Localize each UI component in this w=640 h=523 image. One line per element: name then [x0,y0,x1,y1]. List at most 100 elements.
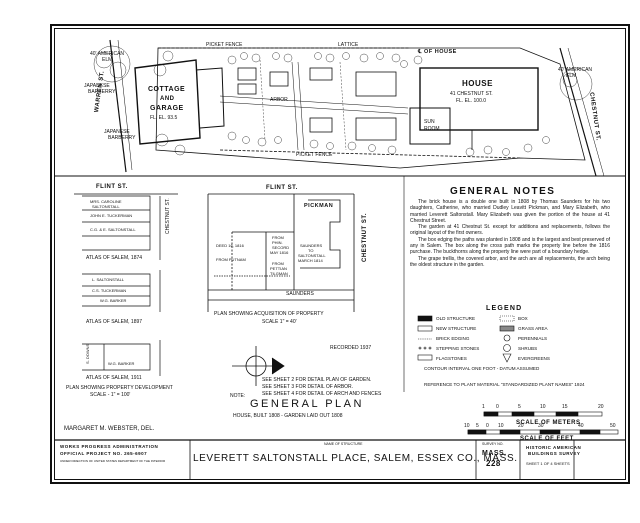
garden-lot-outline [155,47,586,169]
house-label: HOUSE [462,79,493,88]
sheet-number: SHEET 1 OF 4 SHEETS [526,461,570,466]
acquisition-parcel-2b: PHIN. [272,240,283,245]
survey-number-caption: SURVEY NO. [482,442,504,446]
atlas-1897-title: ATLAS OF SALEM, 1897 [86,319,143,325]
scale-bars [467,411,619,435]
feet-tick-50: 50 [610,423,616,429]
acquisition-plan [207,193,355,312]
general-note-4: The grape trellis, the covered arbor, an… [410,255,610,268]
acquisition-parcel-4b: TO [308,248,314,253]
wpa-line-1: WORKS PROGRESS ADMINISTRATION [60,444,159,449]
lattice-label: LATTICE [338,42,359,48]
see-notes-label: NOTE: [230,393,246,399]
survey-name-line-1: HISTORIC AMERICAN [526,445,582,450]
acquisition-chestnut-label: CHESTNUT ST. [362,212,368,262]
legend-perennials: PERENNIALS [518,336,548,341]
acquisition-parcel-3b: PETTIAN [270,266,287,271]
feet-tick-30: 30 [538,423,544,429]
meters-tick-20: 20 [598,404,604,410]
delineator: MARGARET M. WEBSTER, DEL. [64,426,155,432]
garden-path-main [219,95,409,109]
general-plan-title: GENERAL PLAN [250,398,364,410]
drawing-sheet-inner-border [54,28,626,480]
warren-street-curb [109,39,127,173]
legend-new-structure: NEW STRUCTURE [436,326,477,331]
feet-tick-0: 0 [486,423,489,429]
north-arrow [232,346,285,386]
see-note-1: SEE SHEET 2 FOR DETAIL PLAN OF GARDEN. [262,377,372,383]
acquisition-parcel-2d: MAY 1816 [270,250,289,255]
survey-name-line-2: BUILDINGS SURVEY [528,451,581,456]
feet-tick-5: 5 [476,423,479,429]
barberry2-label: JAPANESE [104,129,130,135]
see-note-2: SEE SHEET 3 FOR DETAIL OF ARBOR. [262,384,354,390]
chestnut-street-curb [559,47,597,177]
survey-number: 228 [486,459,501,468]
meters-tick-0: 0 [496,404,499,410]
acquisition-flint-label: FLINT ST. [266,185,298,191]
house-outline [419,67,539,131]
legend-brick-edging: BRICK EDGING [436,336,470,341]
legend-evergreens: EVERGREENS [518,356,550,361]
meters-tick-5: 5 [518,404,521,410]
legend-box: BOX [518,316,528,321]
general-notes-title: GENERAL NOTES [450,186,556,197]
meters-tick-15: 15 [562,404,568,410]
acquisition-plan-scale: SCALE 1" = 40' [262,319,297,325]
survey-state: MASS. [482,450,507,457]
legend-title: LEGEND [486,305,523,312]
feet-tick-10: 10 [498,423,504,429]
atlas-1897-owner-2: C.S. TUCKERMAN [92,288,127,293]
acquisition-pickman-label: PICKMAN [304,203,334,209]
general-plan-subtitle: HOUSE, BUILT 1808 - GARDEN LAID OUT 1808 [233,413,343,419]
picket-fence-top-label: PICKET FENCE [206,42,243,48]
acquisition-plan-title: PLAN SHOWING ACQUISITION OF PROPERTY [214,311,324,317]
atlas-1897-owner-1: L. SALTONSTALL [92,277,125,282]
recorded-date: RECORDED 1937 [330,345,372,351]
shrub-texture [93,45,593,157]
cottage-label: COTTAGE [148,86,186,93]
atlas-1874-title: ATLAS OF SALEM, 1874 [86,255,143,261]
acquisition-saunders-label: SAUNDERS [286,291,314,297]
garage-label: GARAGE [150,105,184,112]
feet-tick-10a: 10 [464,423,470,429]
acquisition-parcel-4d: MARCH 1814 [298,258,323,263]
see-note-3: SEE SHEET 4 FOR DETAIL OF ARCH AND FENCE… [262,391,382,397]
atlas-1874-owner-3: C.G. & E. SALTONSTALL [90,227,136,232]
cottage-floor-elevation: FL. EL. 93.5 [150,115,178,121]
scale-of-feet-label: SCALE OF FEET [520,436,574,442]
barberry-label: JAPANESE [84,83,110,89]
feet-tick-20: 20 [518,423,524,429]
house-floor-elevation: FL. EL. 100.0 [456,98,487,104]
barberry-label-2: BARBERRY [88,89,116,95]
acquisition-parcel-2: FROM [272,235,284,240]
general-note-1: The brick house is a double one built in… [410,199,610,224]
legend-old-structure: OLD STRUCTURE [436,316,476,321]
elm-tree-right-label: 40' AMERICAN [558,67,593,73]
legend-grass-area: GRASS AREA [518,326,548,331]
atlas-1874-chestnut-label: CHESTNUT ST. [165,198,171,234]
cottage-and-label: AND [160,96,175,102]
house-address: 41 CHESTNUT ST. [450,91,493,97]
drawing-sheet-border [50,24,630,484]
legend-shrubs: SHRUBS [518,346,538,351]
atlas-1874-owner-1b: SALTONSTALL [92,204,120,209]
acquisition-parcel-1b: FROM PUTNAM [216,257,246,262]
atlas-1911-owner-2: W.G. BARKER [108,361,135,366]
garden-path-cross [291,61,299,151]
atlas-1911-owner-1: S. DOWNS [85,343,90,364]
atlas-1874-flint-label: FLINT ST. [96,184,128,190]
sun-room-label: SUN [424,119,435,125]
acquisition-parcel-1: DEED 16, 1816 [216,243,244,248]
cottage-outline [134,59,201,145]
name-of-structure-caption: NAME OF STRUCTURE [324,442,363,446]
center-of-house-label: ℄ OF HOUSE [418,49,457,55]
wpa-line-2: OFFICIAL PROJECT NO. 265-6907 [60,451,148,456]
feet-tick-40: 40 [578,423,584,429]
sun-room-label-2: ROOM [424,126,440,132]
legend-flagstones: FLAGSTONES [436,356,467,361]
general-note-2: The garden at 41 Chestnut St. except for… [410,224,610,237]
wpa-direction: UNDER DIRECTION OF UNITED STATES DEPARTM… [60,459,166,463]
meters-tick-1: 1 [482,404,485,410]
